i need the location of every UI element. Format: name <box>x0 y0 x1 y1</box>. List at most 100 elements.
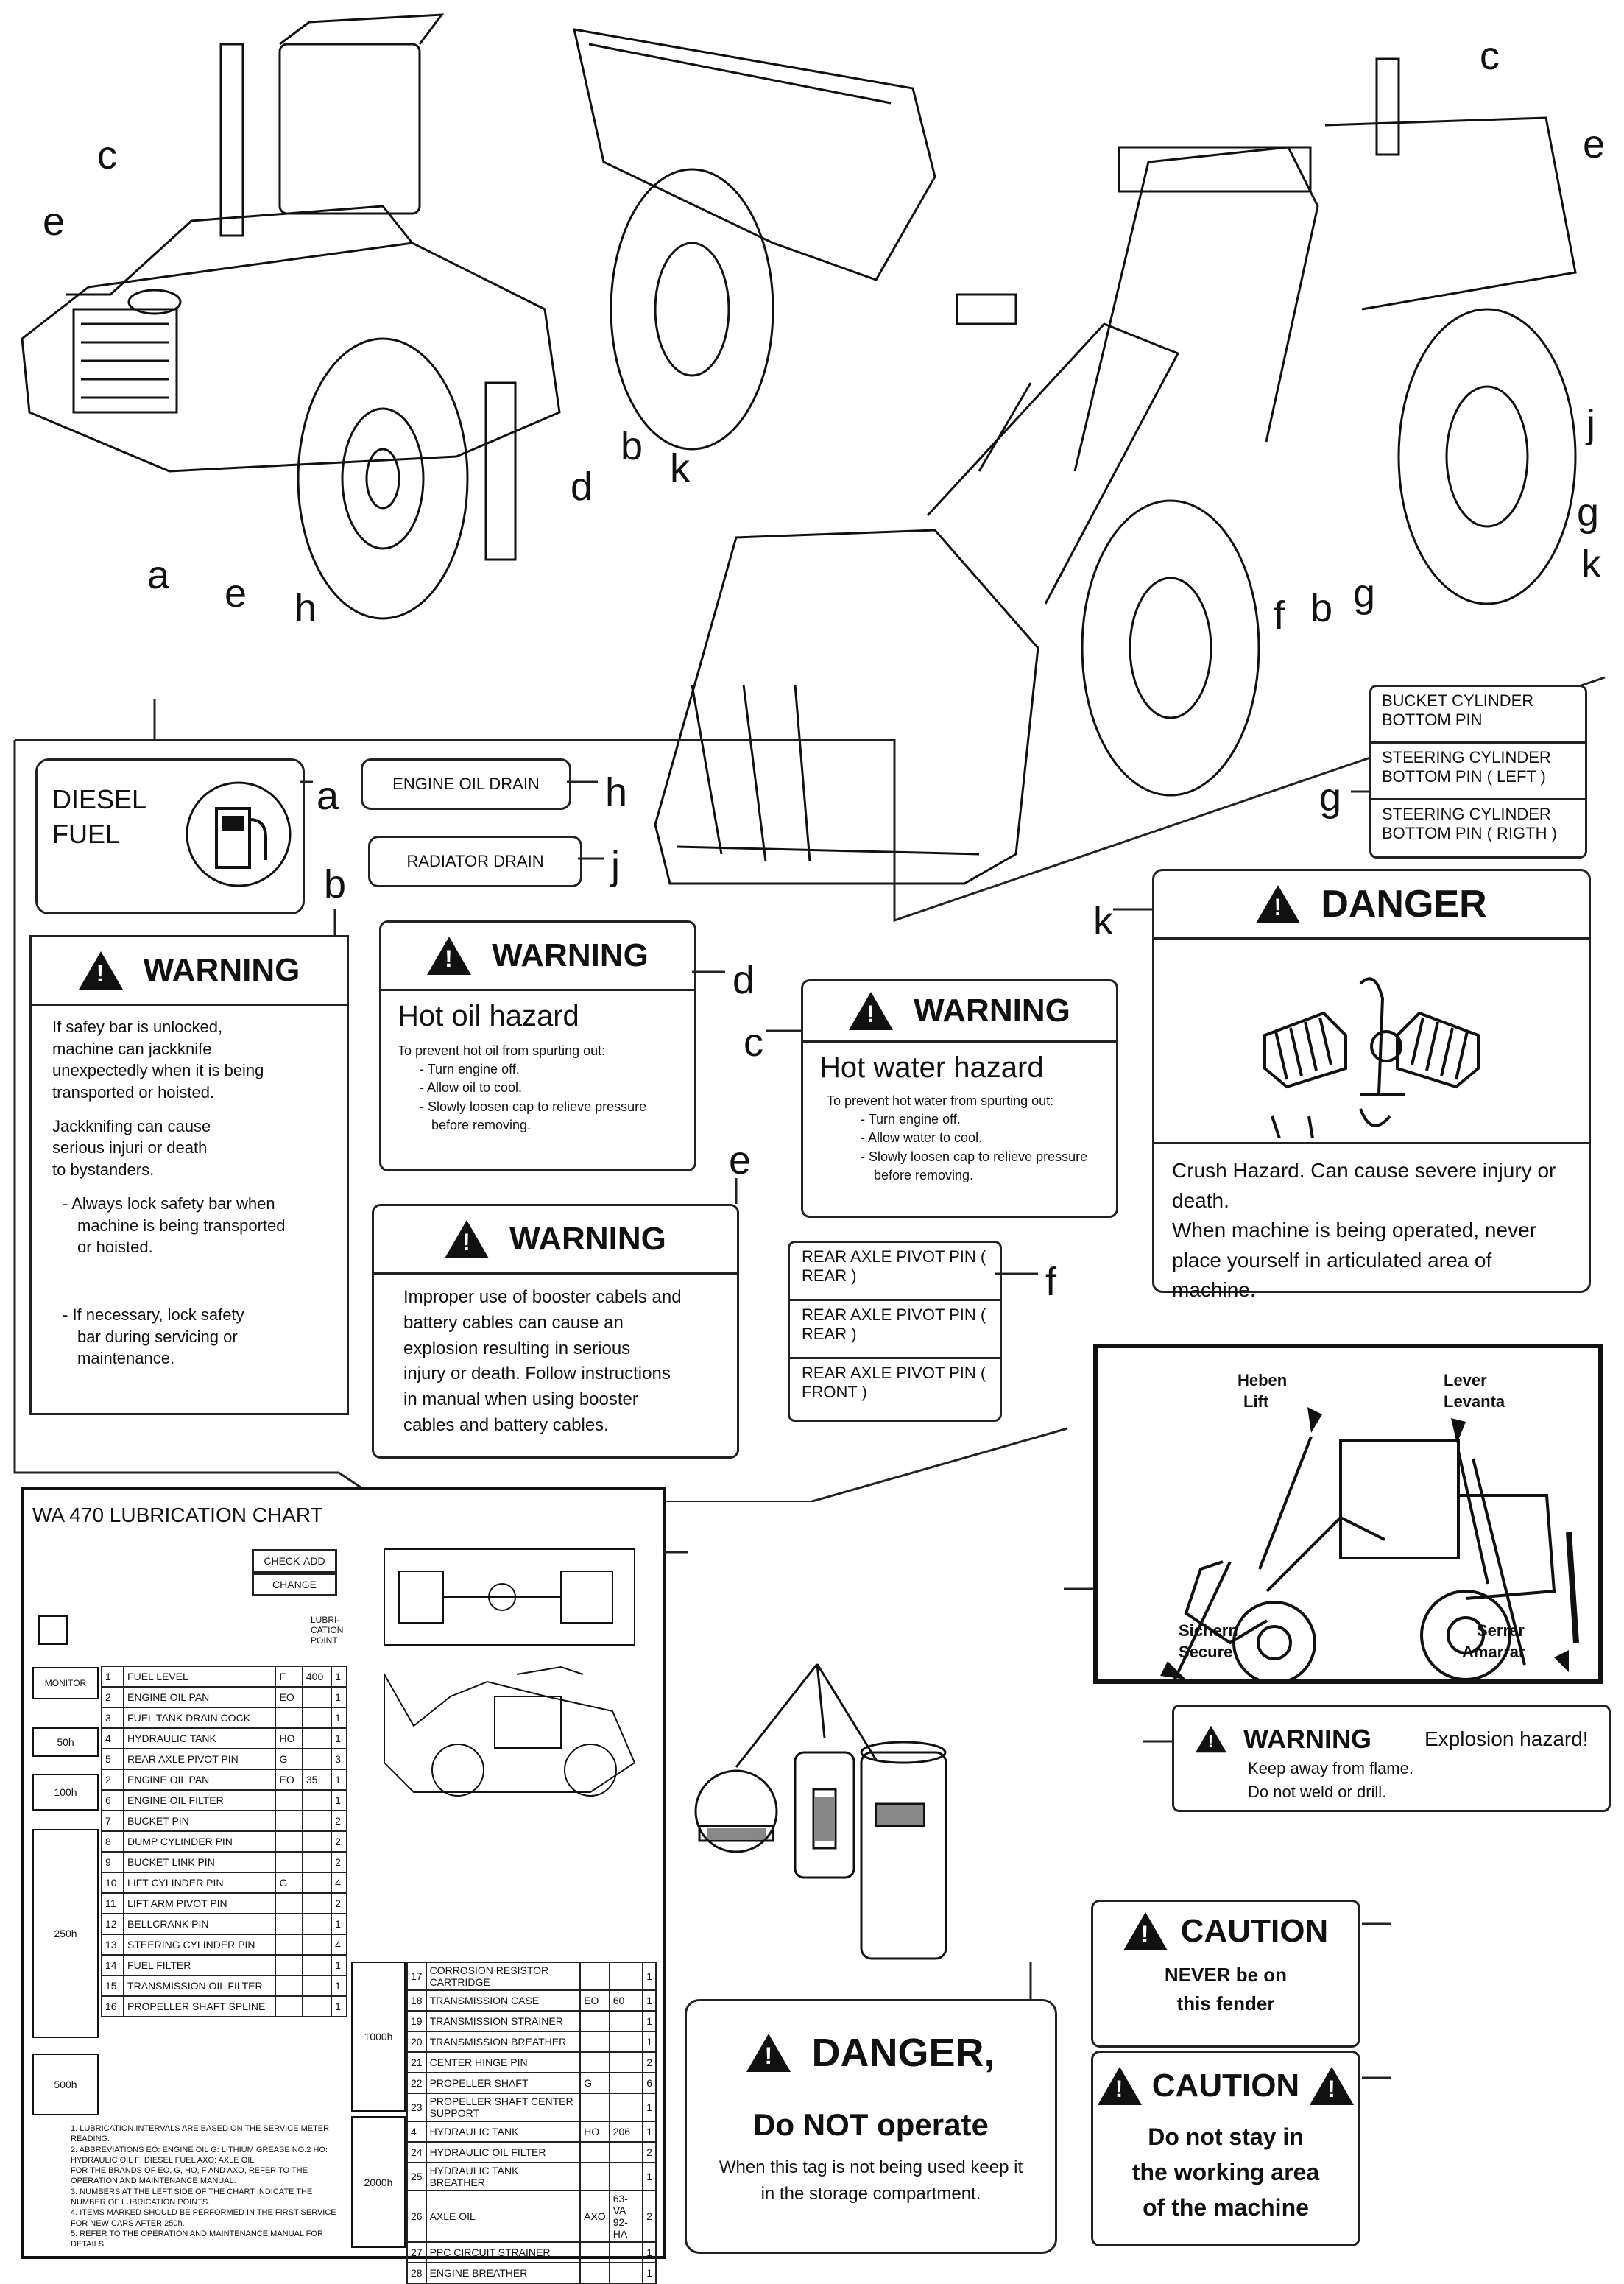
table-cell: 4 <box>331 1934 347 1956</box>
caution-header: CAUTION <box>1093 2053 1358 2119</box>
table-cell: LIFT CYLINDER PIN <box>123 1872 277 1894</box>
table-cell: 35 <box>301 1769 333 1791</box>
pin-label: REAR AXLE PIVOT PIN ( REAR ) <box>790 1301 1000 1359</box>
decal-text: in the storage compartment. <box>760 2184 981 2204</box>
battery-cylinder-illustration <box>694 1663 947 1960</box>
table-cell <box>579 2010 610 2032</box>
table-cell <box>608 1962 644 1991</box>
table-cell <box>301 1975 333 1997</box>
table-cell <box>301 1995 333 2017</box>
table-cell <box>275 1789 303 1811</box>
lift-label: Lift <box>1243 1392 1269 1411</box>
chart-title: WA 470 LUBRICATION CHART <box>32 1504 323 1526</box>
table-cell: G <box>275 1872 303 1894</box>
table-cell <box>608 2162 644 2191</box>
table-cell: 2 <box>642 2141 657 2163</box>
table-cell: 23 <box>406 2093 427 2122</box>
table-cell: TRANSMISSION OIL FILTER <box>123 1975 277 1997</box>
warning-triangle-icon <box>1097 2067 1142 2105</box>
table-cell: 1 <box>100 1666 125 1688</box>
table-cell: 1 <box>642 2162 657 2191</box>
decal-text: - If necessary, lock safety <box>63 1305 244 1324</box>
interval-250h: 250h <box>32 1829 99 2038</box>
diesel-label: DIESEL <box>52 784 147 814</box>
callout-e2-left: e <box>225 571 247 616</box>
table-cell: REAR AXLE PIVOT PIN <box>123 1748 277 1770</box>
table-cell: 1 <box>331 1975 347 1997</box>
table-cell <box>275 1975 303 1997</box>
table-cell: 1 <box>642 1962 657 1991</box>
table-cell: 24 <box>406 2141 427 2163</box>
decal-text: When machine is being operated, never <box>1172 1219 1536 1242</box>
caution-fender-decal: CAUTION NEVER be on this fender <box>1091 1900 1360 2048</box>
check-add-legend: CHECK-ADD <box>252 1549 337 1573</box>
callout-h-left: h <box>294 586 317 630</box>
table-cell <box>275 1892 303 1914</box>
table-cell: EO <box>579 1989 610 2012</box>
pin-label: STEERING CYLINDER BOTTOM PIN ( LEFT ) <box>1371 744 1585 800</box>
explosion-warning-decal: WARNING Explosion hazard! Keep away from… <box>1172 1705 1611 1812</box>
table-cell <box>608 2031 644 2053</box>
callout-b-right: b <box>1310 586 1333 630</box>
table-cell <box>301 1851 333 1873</box>
decal-d-letter: d <box>732 958 755 1002</box>
interval-50h: 50h <box>32 1727 99 1757</box>
table-cell: 1 <box>331 1666 347 1688</box>
table-cell: 1 <box>642 1989 657 2012</box>
table-cell <box>301 1727 333 1749</box>
note-text: 3. NUMBERS AT THE LEFT SIDE OF THE CHART… <box>71 2187 313 2207</box>
table-cell: HYDRAULIC TANK <box>425 2121 582 2143</box>
note-text: 2. ABBREVIATIONS EO: ENGINE OIL G: LITHI… <box>71 2145 328 2165</box>
table-cell: HYDRAULIC TANK <box>123 1727 277 1749</box>
table-cell: F <box>275 1666 303 1688</box>
decal-text: Do not weld or drill. <box>1248 1782 1387 1801</box>
decal-text: unexpectedly when it is being <box>52 1061 264 1080</box>
table-cell: 206 <box>608 2121 644 2143</box>
warning-header: WARNING <box>374 1206 737 1272</box>
table-cell: ENGINE OIL PAN <box>123 1769 277 1791</box>
table-cell <box>275 1954 303 1976</box>
table-cell: 3 <box>331 1748 347 1770</box>
decal-text: machine is being transported <box>77 1216 286 1235</box>
table-cell <box>275 1707 303 1729</box>
hazard-title: Hot water hazard <box>819 1051 1044 1084</box>
decal-text: the working area <box>1131 2159 1320 2185</box>
lub-point-header: LUBRI- CATION POINT <box>311 1615 344 1646</box>
loader-lift-icon <box>1160 1407 1579 1679</box>
table-cell <box>608 2141 644 2163</box>
decal-text: - Turn engine off. <box>861 1112 961 1127</box>
table-cell: PROPELLER SHAFT CENTER SUPPORT <box>425 2093 582 2122</box>
callout-b-left: b <box>621 424 643 468</box>
table-cell <box>301 1913 333 1935</box>
table-cell <box>301 1954 333 1976</box>
table-cell: EO <box>275 1769 303 1791</box>
table-cell <box>301 1934 333 1956</box>
decal-f-letter: f <box>1045 1260 1057 1304</box>
hot-oil-warning-decal: WARNING Hot oil hazard To prevent hot oi… <box>379 920 696 1171</box>
table-cell: 1 <box>331 1954 347 1976</box>
interval-500h: 500h <box>32 2054 99 2115</box>
note-text: 4. ITEMS MARKED SHOULD BE PERFORMED IN T… <box>71 2208 336 2228</box>
warning-triangle-icon <box>1123 1912 1168 1950</box>
hazard-title: Hot oil hazard <box>398 1000 579 1032</box>
table-cell: HYDRAULIC OIL FILTER <box>425 2141 582 2163</box>
table-cell <box>275 1995 303 2017</box>
danger-header: DANGER, <box>687 2001 1055 2090</box>
warning-triangle-icon <box>1310 2067 1355 2105</box>
interval-100h: 100h <box>32 1774 99 1811</box>
table-cell <box>579 2093 610 2122</box>
